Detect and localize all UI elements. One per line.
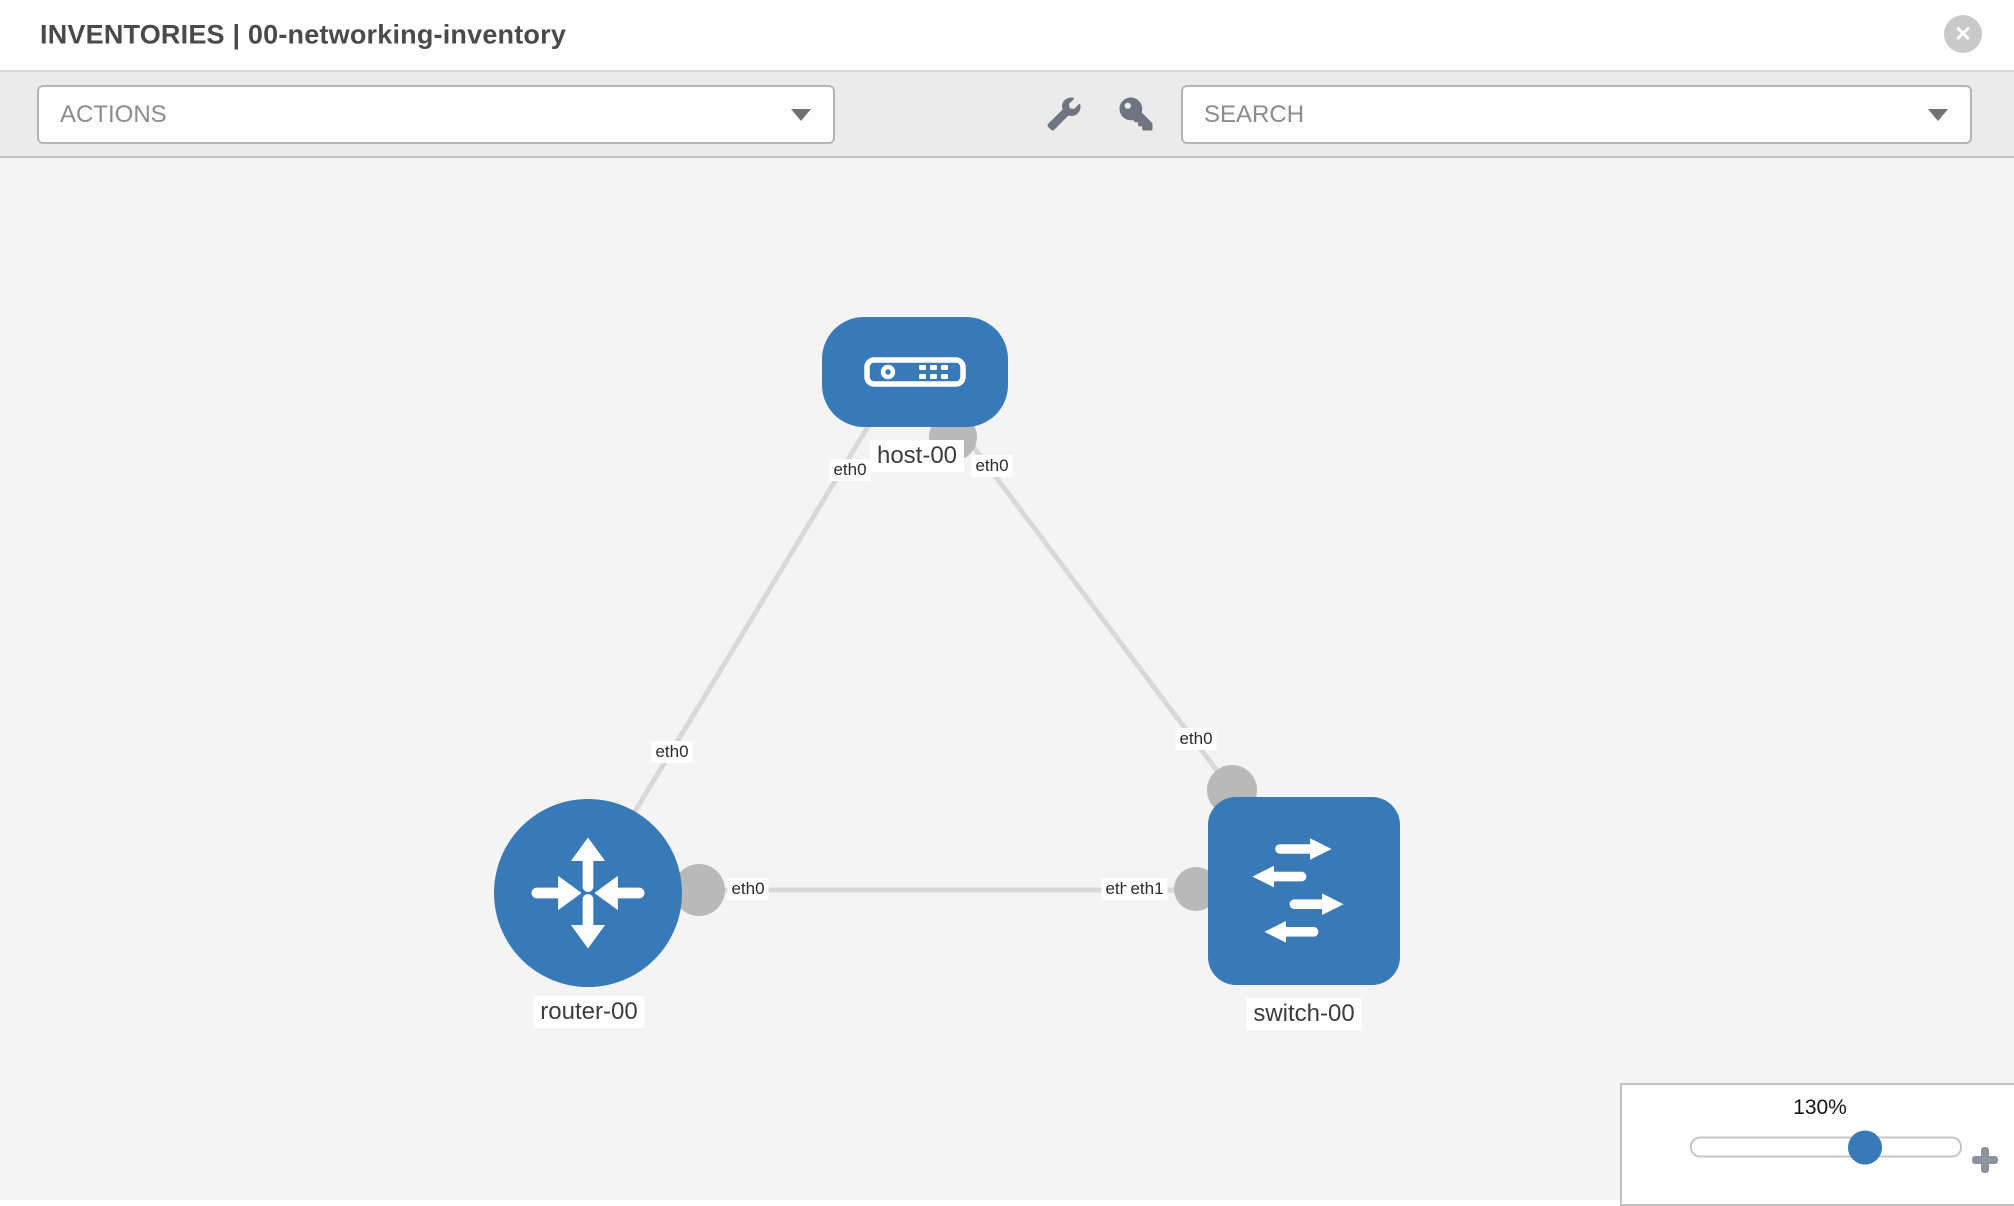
interface-label: eth0	[971, 455, 1013, 477]
close-button[interactable]: ✕	[1944, 15, 1982, 53]
node-host-00[interactable]	[822, 317, 1008, 427]
host-icon	[864, 357, 966, 387]
configure-button[interactable]	[1044, 94, 1085, 135]
router-icon	[531, 837, 645, 949]
caret-down-icon	[1928, 108, 1948, 121]
topology-edges	[622, 408, 1262, 916]
actions-dropdown[interactable]: ACTIONS	[37, 85, 835, 144]
node-label-host-00: host-00	[869, 440, 965, 472]
zoom-slider-track[interactable]	[1690, 1130, 1962, 1164]
zoom-slider-row	[1622, 1124, 2014, 1173]
page-title: INVENTORIES | 00-networking-inventory	[40, 19, 567, 50]
toolbar: ACTIONS SEARCH	[0, 72, 2014, 158]
interface-label: eth0	[727, 878, 769, 900]
interface-label: eth0	[1175, 728, 1217, 750]
key-icon	[1119, 97, 1153, 131]
switch-icon	[1252, 838, 1344, 943]
interface-label: eth0	[651, 741, 693, 763]
search-placeholder: SEARCH	[1204, 100, 1305, 128]
key-button[interactable]	[1116, 94, 1157, 135]
zoom-level: 130%	[1793, 1096, 1847, 1119]
caret-down-icon	[791, 108, 811, 121]
topology-canvas[interactable]: eth0 host-00 eth0 eth0 eth0 eth0 eth0 et…	[0, 158, 2014, 1206]
actions-dropdown-label: ACTIONS	[60, 100, 167, 128]
node-label-router-00: router-00	[533, 996, 645, 1028]
interface-label: eth0	[829, 459, 871, 481]
link-endpoint-dot	[1174, 867, 1218, 911]
wrench-icon	[1047, 97, 1081, 131]
link-endpoint-dot	[673, 864, 725, 916]
node-label-switch-00: switch-00	[1246, 998, 1362, 1030]
zoom-slider-handle[interactable]	[1847, 1130, 1882, 1164]
interface-label: eth1	[1126, 878, 1168, 900]
node-switch-00[interactable]	[1208, 797, 1400, 985]
node-router-00[interactable]	[494, 799, 682, 987]
search-dropdown[interactable]: SEARCH	[1181, 85, 1972, 144]
page-header: INVENTORIES | 00-networking-inventory ✕	[0, 0, 2014, 72]
close-icon: ✕	[1954, 22, 1972, 46]
zoom-out-button[interactable]	[1642, 1141, 1654, 1153]
zoom-control-panel: 130%	[1620, 1083, 2014, 1206]
zoom-in-button[interactable]	[1966, 1141, 1998, 1173]
